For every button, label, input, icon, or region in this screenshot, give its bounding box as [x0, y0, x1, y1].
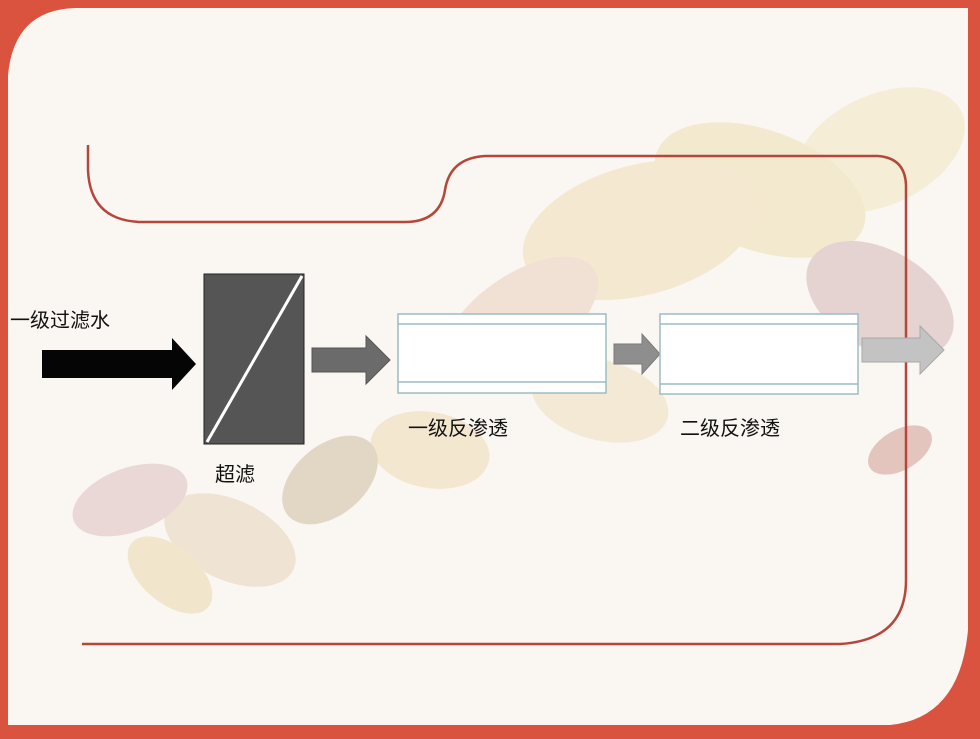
- leaf-decoration: [795, 87, 965, 213]
- leaf-decoration: [522, 159, 758, 301]
- arrow-to-stage2: [311, 334, 391, 386]
- folder-outline: [82, 145, 908, 646]
- input-arrow: [42, 338, 196, 390]
- ro-stage2-label: 二级反渗透: [680, 416, 780, 440]
- ro-stage1-label: 一级反渗透: [408, 416, 508, 440]
- ultrafiltration-membrane-line: [205, 275, 304, 443]
- leaf-decoration: [282, 435, 378, 525]
- leaf-decoration: [127, 536, 213, 614]
- leaf-decoration: [370, 411, 490, 489]
- ultrafiltration-label: 超滤: [215, 462, 255, 486]
- leaf-decoration: [72, 463, 188, 537]
- ro-stage1-unit: [397, 313, 607, 394]
- input-water-label: 一级过滤水: [10, 308, 110, 332]
- leaf-decoration: [868, 425, 932, 475]
- leaf-decoration: [164, 493, 296, 587]
- output-arrow: [861, 324, 945, 376]
- arrow-to-stage3: [613, 332, 661, 376]
- ro-stage2-unit: [659, 313, 859, 395]
